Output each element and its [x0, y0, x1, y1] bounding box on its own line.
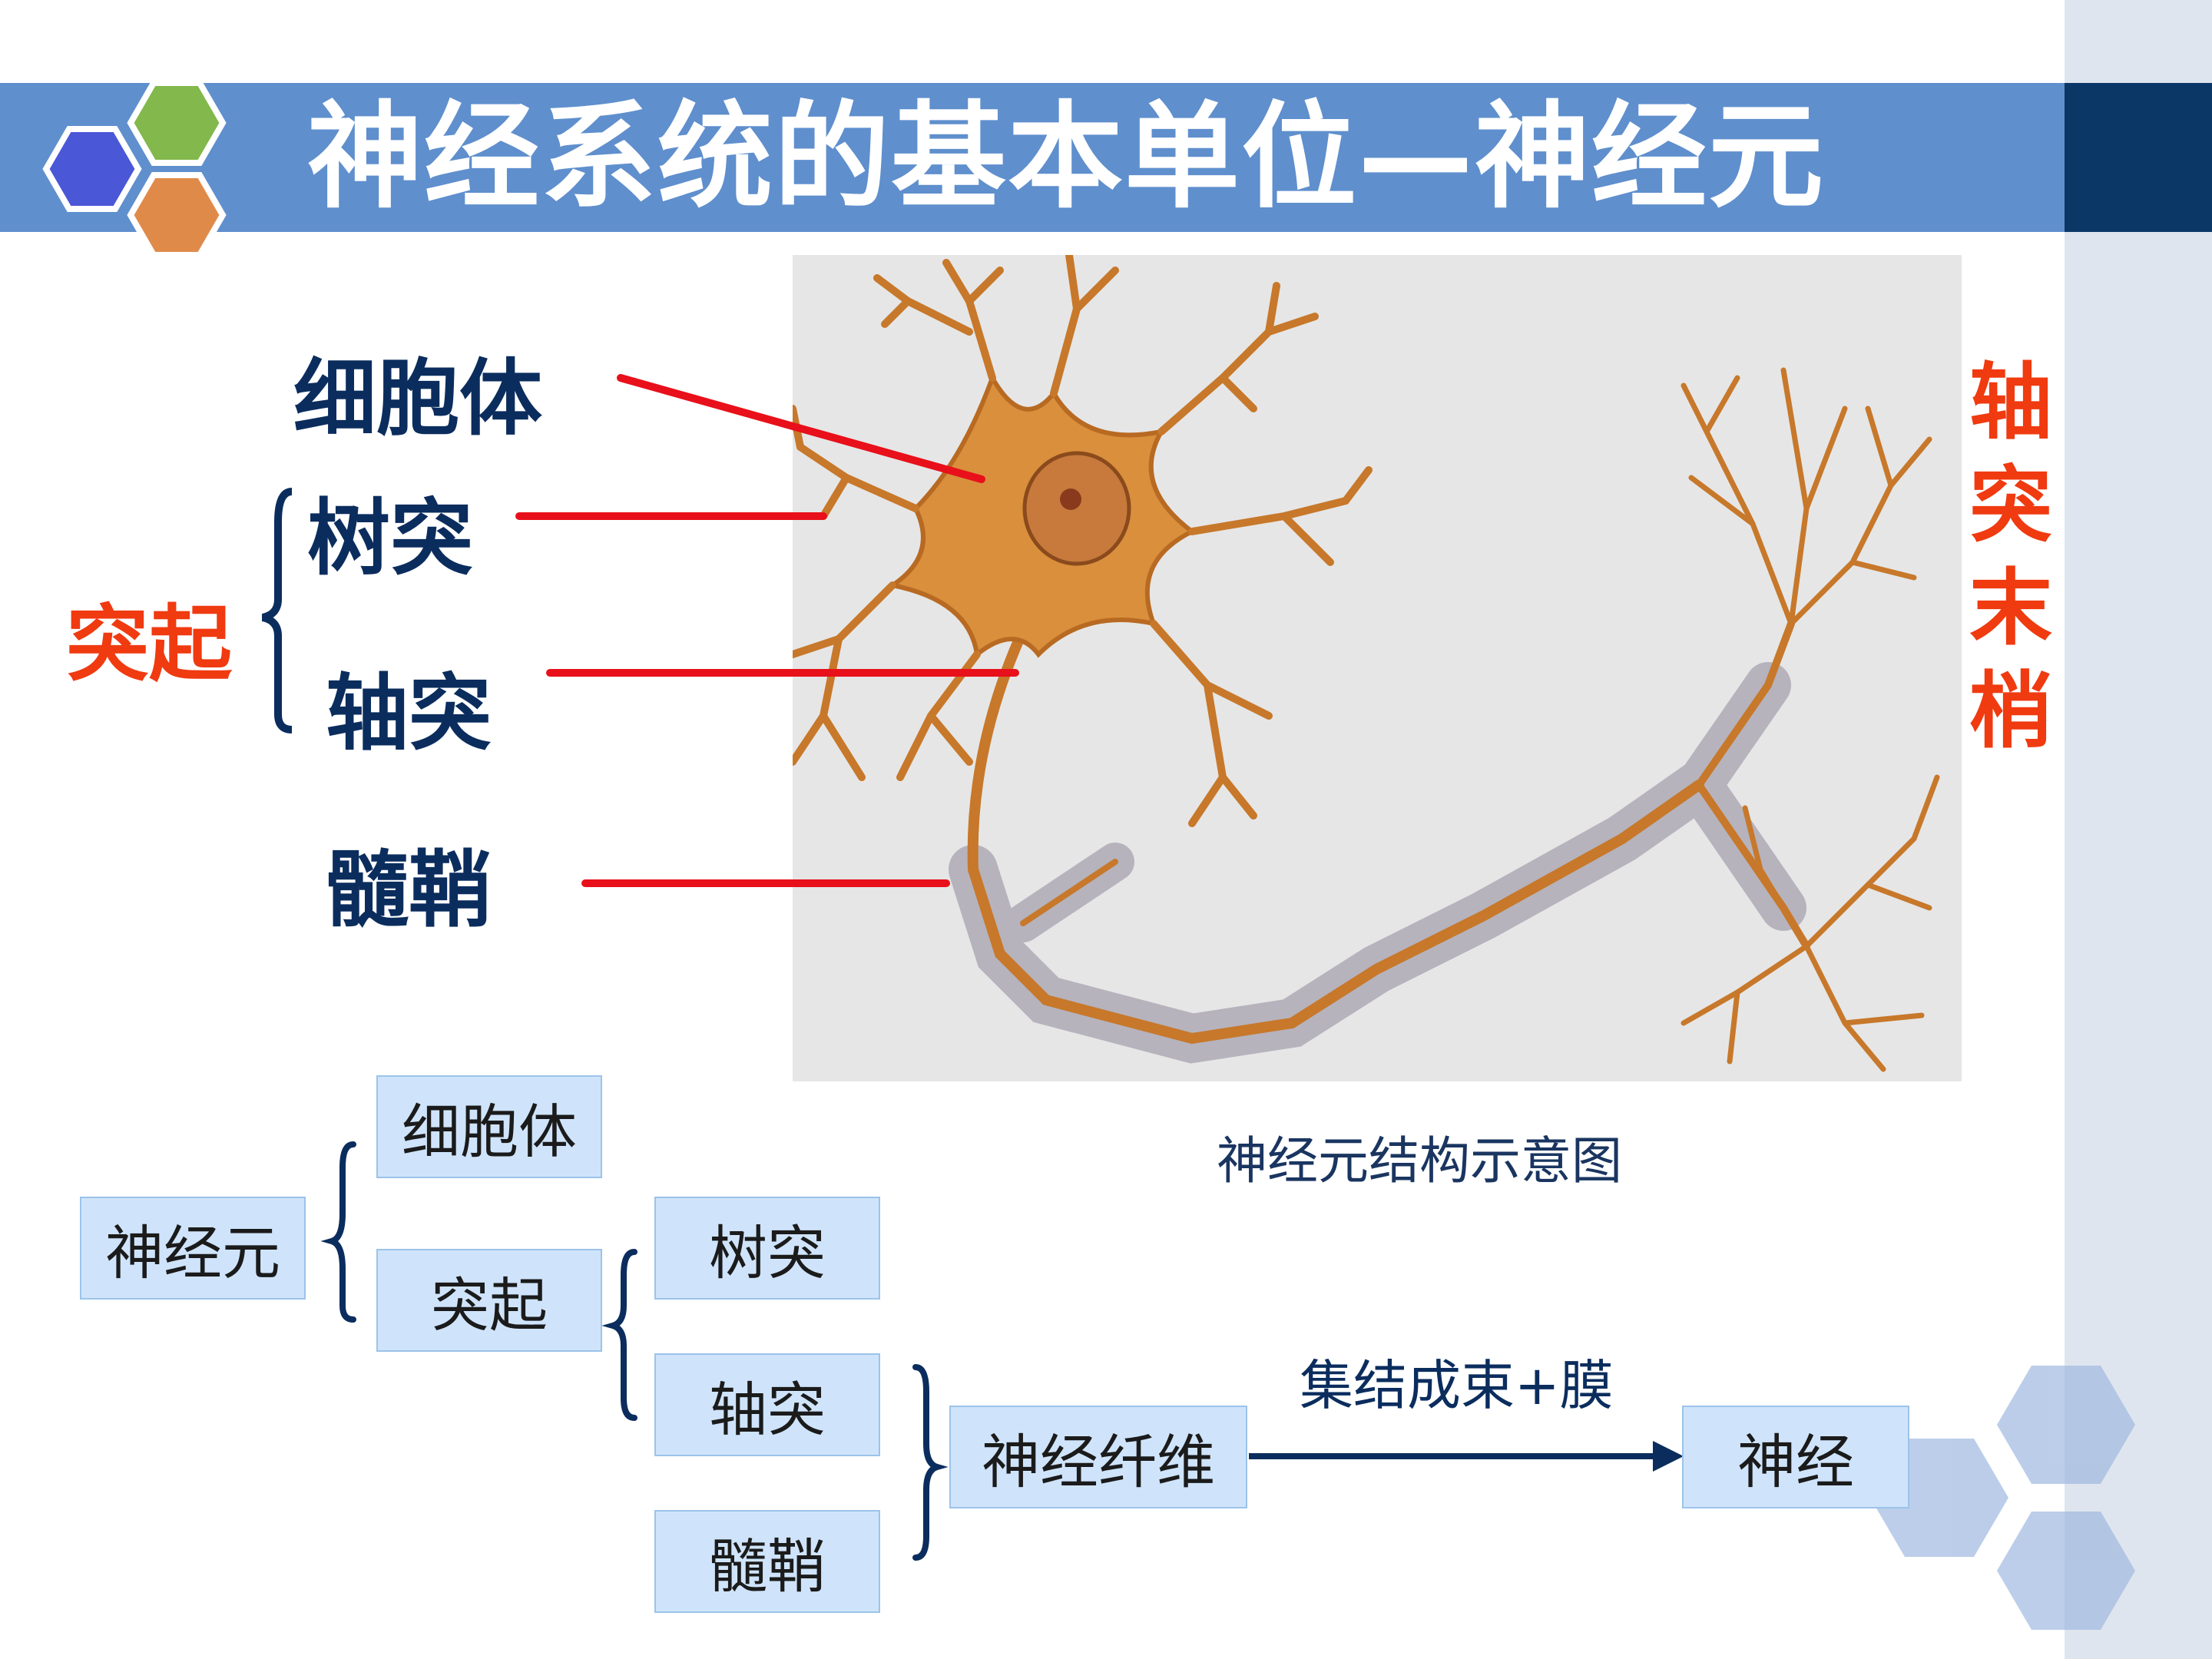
brace-process	[601, 1249, 637, 1421]
label-axon: 轴突	[326, 666, 492, 762]
tree-node-process: 突起	[376, 1249, 602, 1352]
label-myelin: 髓鞘	[326, 843, 492, 939]
label-axon-terminal-char: 突	[1969, 458, 2052, 554]
tree-node-myelin: 髓鞘	[654, 1510, 880, 1613]
brace-fiber	[912, 1364, 949, 1561]
hexagon-logo-icon	[42, 80, 227, 258]
label-dendrite: 树突	[307, 491, 474, 587]
tree-node-cell-body: 细胞体	[376, 1075, 602, 1178]
label-axon-terminal-char: 末	[1969, 561, 2052, 657]
diagram-caption: 神经元结构示意图	[1217, 1131, 1622, 1190]
neuron-illustration	[793, 255, 1940, 1072]
label-axon-terminal-char: 轴	[1969, 355, 2052, 451]
arrow-head-icon	[1653, 1441, 1684, 1472]
leader-cell-body	[617, 374, 985, 483]
title-bar	[0, 83, 2065, 232]
tree-node-nerve: 神经	[1682, 1406, 1909, 1508]
tree-node-axon: 轴突	[654, 1353, 880, 1456]
tree-node-dendrite: 树突	[654, 1197, 880, 1300]
brace-neuron	[320, 1141, 356, 1323]
page-title: 神经系统的基本单位—神经元	[307, 91, 1826, 224]
arrow-label: 集结成束+膜	[1300, 1354, 1614, 1417]
label-axon-terminal-char: 梢	[1969, 664, 2052, 760]
label-axon-terminal: 轴 突 末 梢	[1965, 352, 2057, 763]
tree-node-neuron: 神经元	[80, 1197, 306, 1300]
nucleus	[1022, 451, 1131, 566]
label-cell-body: 细胞体	[293, 351, 543, 447]
axon-terminals	[1681, 367, 1940, 1072]
label-process: 突起	[66, 597, 233, 693]
dendrites	[793, 255, 1373, 827]
tree-node-nerve-fiber: 神经纤维	[949, 1406, 1247, 1508]
nucleolus	[1060, 488, 1081, 510]
title-accent-block	[2065, 83, 2212, 232]
process-brace	[261, 488, 293, 733]
